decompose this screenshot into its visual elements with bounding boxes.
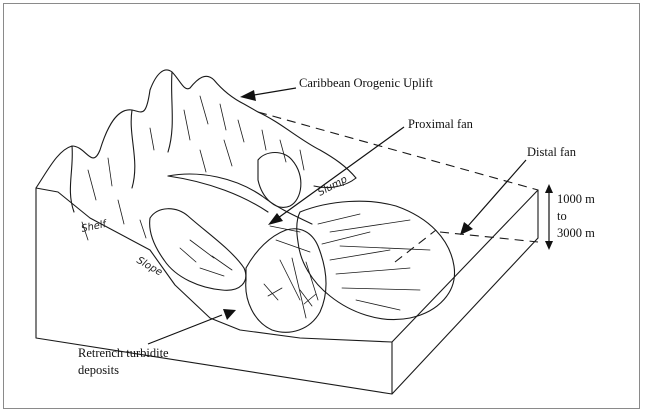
depth-label-bottom: 3000 m [557,226,595,240]
shelf-label: Shelf [80,219,108,235]
handwritten-labels: Shelf Slope Slump [80,174,349,278]
typeset-labels: Caribbean Orogenic Uplift Proximal fan D… [78,76,595,377]
caribbean-orogenic-uplift-label: Caribbean Orogenic Uplift [299,76,434,90]
depth-bracket [545,184,553,250]
mountain-range [36,70,356,240]
distal-fan-label: Distal fan [527,145,577,159]
fan-system [150,153,455,333]
retrench-label-line1: Retrench turbidite [78,346,169,360]
depth-label-top: 1000 m [557,192,595,206]
depth-label-mid: to [557,209,567,223]
slope-label: Slope [135,255,165,278]
retrench-label-line2: deposits [78,363,119,377]
proximal-fan-label: Proximal fan [408,117,474,131]
dashed-lines [258,112,538,262]
